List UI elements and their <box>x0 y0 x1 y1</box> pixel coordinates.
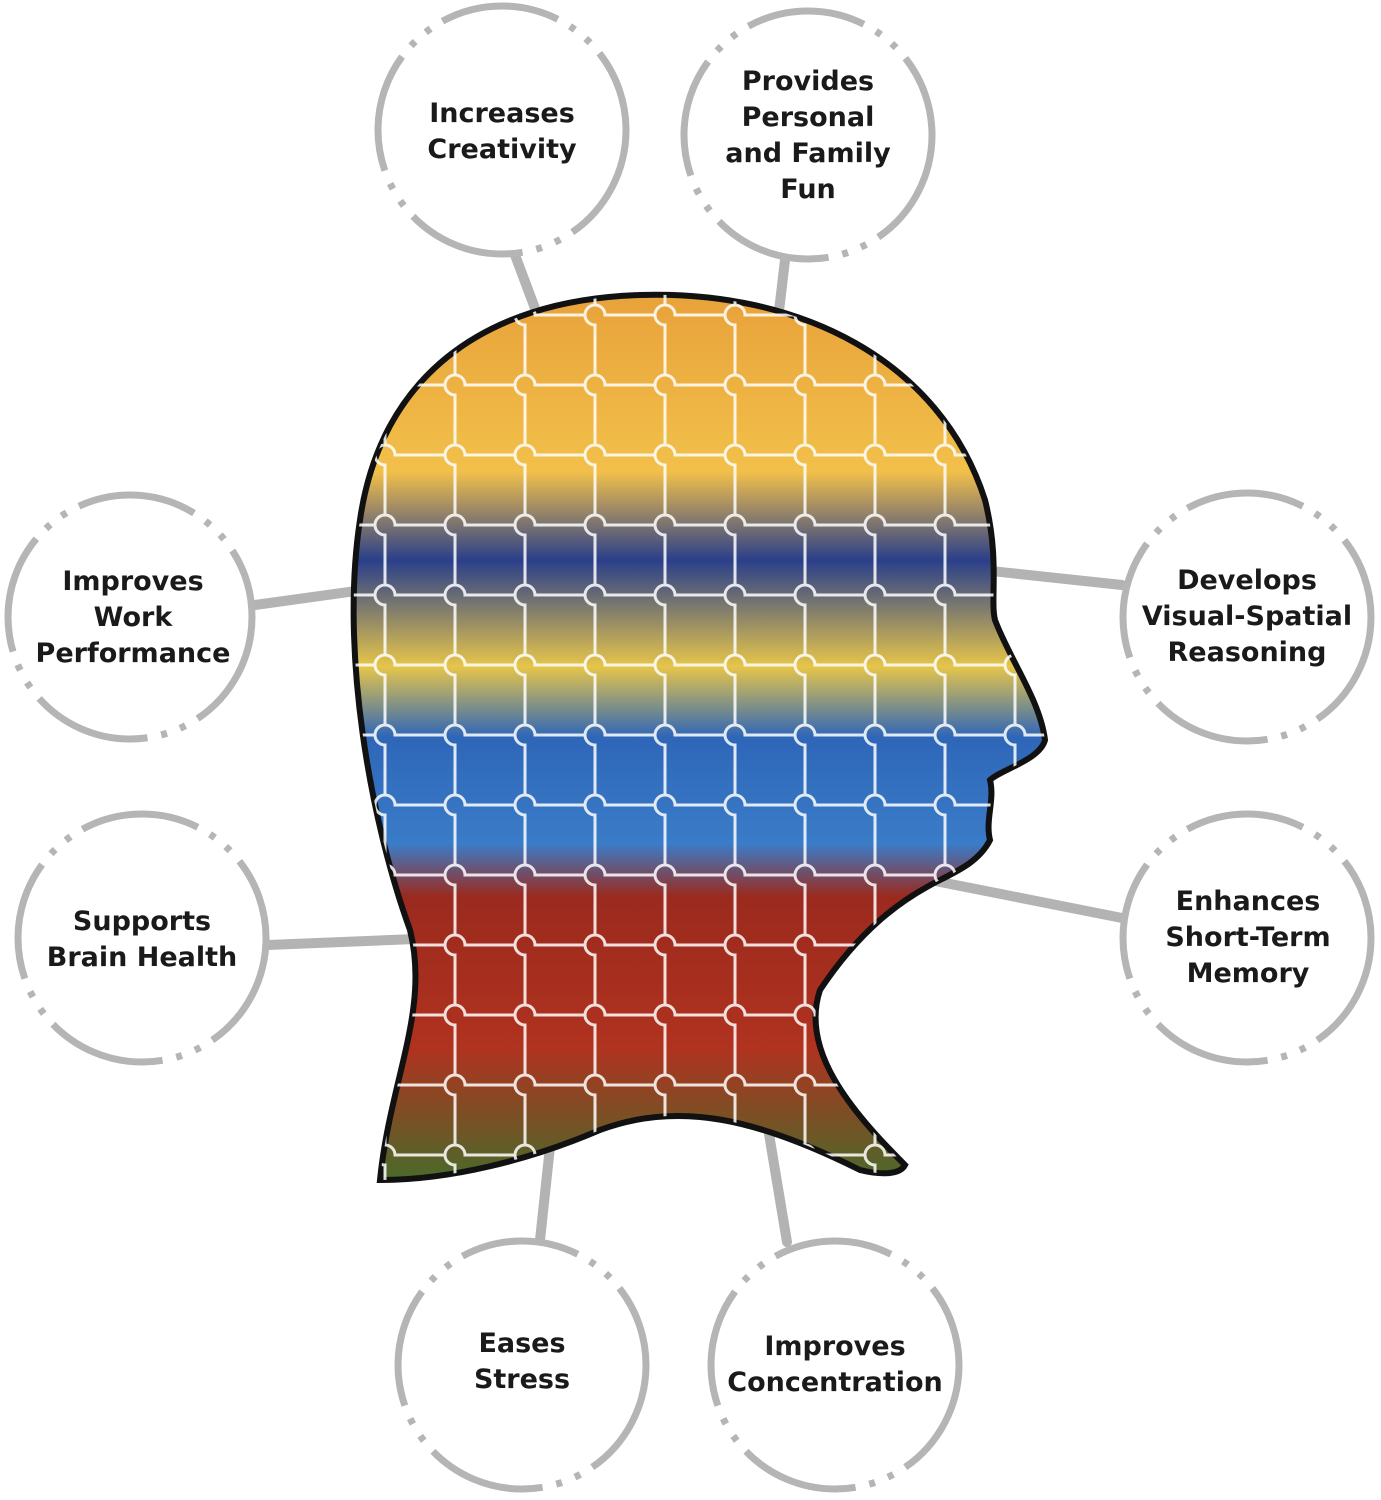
circle-stress <box>394 1237 650 1493</box>
puzzle-pieces <box>353 294 1045 1180</box>
benefit-label-fun: Provides Personal and Family Fun <box>725 66 891 205</box>
circle-concentration <box>707 1237 963 1493</box>
head-silhouette <box>350 291 1049 1184</box>
benefit-circles <box>4 2 1375 1493</box>
circle-brain <box>14 810 270 1066</box>
circle-visual <box>1119 489 1375 745</box>
circle-creativity <box>374 2 630 258</box>
benefit-label-concentration: Improves Concentration <box>727 1331 943 1398</box>
circle-fun <box>680 7 936 263</box>
circle-work <box>4 491 256 743</box>
circle-memory <box>1119 810 1375 1066</box>
benefit-label-stress: Eases Stress <box>473 1328 571 1395</box>
benefit-label-visual: Develops Visual-Spatial Reasoning <box>1141 565 1353 668</box>
benefit-label-brain: Supports Brain Health <box>46 906 238 973</box>
benefit-label-creativity: Increases Creativity <box>427 98 577 165</box>
benefit-label-memory: Enhances Short-Term Memory <box>1165 886 1331 989</box>
benefit-label-work: Improves Work Performance <box>35 566 231 669</box>
connector-lines <box>250 250 1127 1247</box>
